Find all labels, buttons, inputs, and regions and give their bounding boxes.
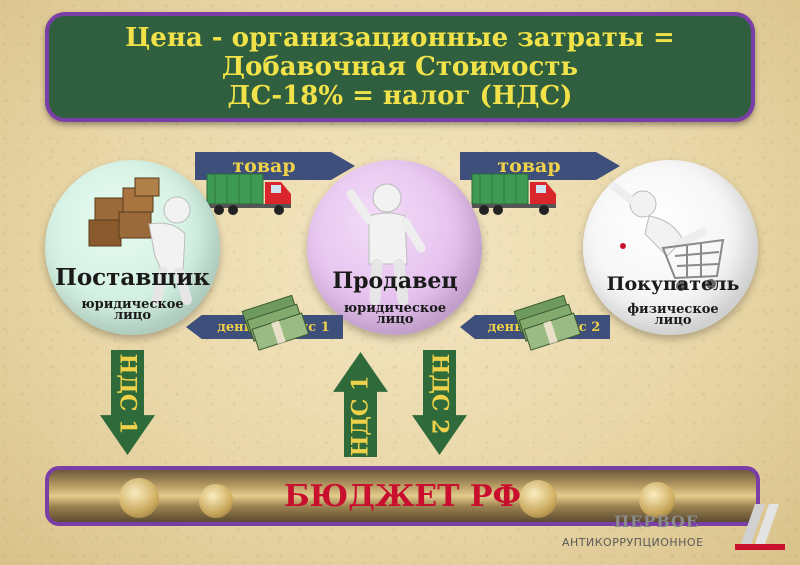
logo-text-top: ПЕРВОЕ — [614, 512, 699, 531]
title-line-1: Цена - организационные затраты = — [125, 22, 675, 53]
title-line-2: Добавочная Стоимость — [221, 51, 579, 82]
title-line-3: ДС-18% = налог (НДС) — [227, 80, 573, 111]
cash-stack-icon-2 — [513, 294, 582, 351]
vat1-down-label: НДС 1 — [114, 353, 141, 434]
seller-circle — [307, 160, 482, 335]
cash-stack-icon-1 — [241, 294, 310, 351]
buyer-type-line-2: лицо — [654, 313, 692, 328]
budget-label: БЮДЖЕТ РФ — [284, 478, 521, 514]
seller-name: Продавец — [332, 268, 458, 294]
goods-arrow-1-label: товар — [232, 155, 296, 177]
seller-type-line-1: юридическое — [343, 301, 447, 316]
buyer-name: Покупатель — [606, 273, 740, 295]
buyer-circle — [583, 160, 758, 335]
goods-arrow-2-label: товар — [497, 155, 561, 177]
buyer-type-line-1: физическое — [627, 302, 719, 317]
seller-figure-icon — [346, 183, 426, 306]
coin-icon — [519, 480, 557, 518]
logo-text-bottom: АНТИКОРРУПЦИОННОЕ — [562, 536, 704, 549]
coin-icon — [199, 484, 233, 518]
vat2-down-label: НДС 2 — [426, 353, 453, 434]
truck-icon-2 — [471, 173, 556, 215]
supplier-type-line-1: юридическое — [81, 297, 184, 312]
vat1-up-label: НДС 1 — [347, 375, 374, 456]
supplier-circle — [45, 160, 220, 335]
supplier-figure-icon — [88, 177, 192, 305]
vat2-down-arrow: НДС 2 — [412, 350, 467, 455]
vat1-down-arrow: НДС 1 — [100, 350, 155, 455]
vat1-up-arrow: НДС 1 — [333, 352, 388, 457]
budget-box: БЮДЖЕТ РФ — [45, 466, 760, 526]
logo-emblem-icon — [735, 504, 785, 550]
title-box: Цена - организационные затраты = Добавоч… — [45, 12, 755, 122]
seller-type-line-2: лицо — [376, 312, 414, 327]
supplier-type-line-2: лицо — [113, 308, 152, 323]
supplier-name: Поставщик — [55, 264, 210, 291]
coin-icon — [639, 482, 675, 518]
truck-icon-1 — [206, 173, 291, 215]
coin-icon — [119, 478, 159, 518]
buyer-figure-icon — [609, 182, 725, 291]
